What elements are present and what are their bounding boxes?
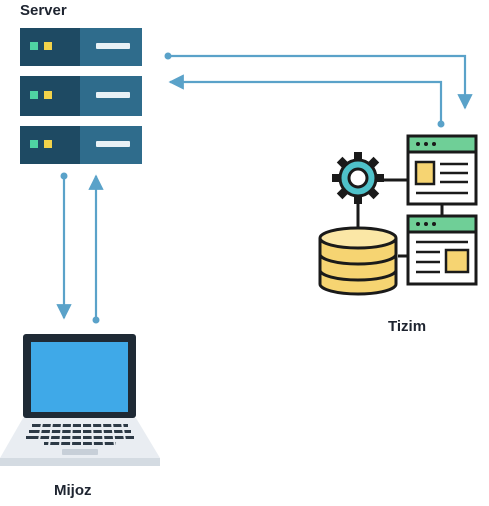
system-label: Tizim [388,318,427,335]
server-rack-icon [20,28,142,164]
status-led-yellow [44,140,52,148]
touchpad [62,449,98,455]
app-window-icon [406,134,478,206]
drive-slot [96,141,130,147]
app-window-icon [406,214,478,286]
arrow-server-to-system [164,52,473,110]
status-led-yellow [44,91,52,99]
system-database-icon [318,134,478,296]
database-icon [318,226,398,296]
server-unit [20,126,142,164]
arrow-client-to-server [88,174,104,324]
drive-slot [96,43,130,49]
arrow-server-to-client [56,172,72,320]
status-led-yellow [44,42,52,50]
server-label: Server [20,2,67,19]
drive-slot [96,92,130,98]
status-led-green [30,42,38,50]
status-led-green [30,140,38,148]
gear-icon [332,152,384,204]
server-unit [20,28,142,66]
client-label: Mijoz [54,482,92,499]
server-unit [20,76,142,116]
status-led-green [30,91,38,99]
arrow-system-to-server [168,74,445,128]
keyboard [26,424,134,445]
laptop-screen [31,342,128,412]
laptop-icon [0,334,160,466]
